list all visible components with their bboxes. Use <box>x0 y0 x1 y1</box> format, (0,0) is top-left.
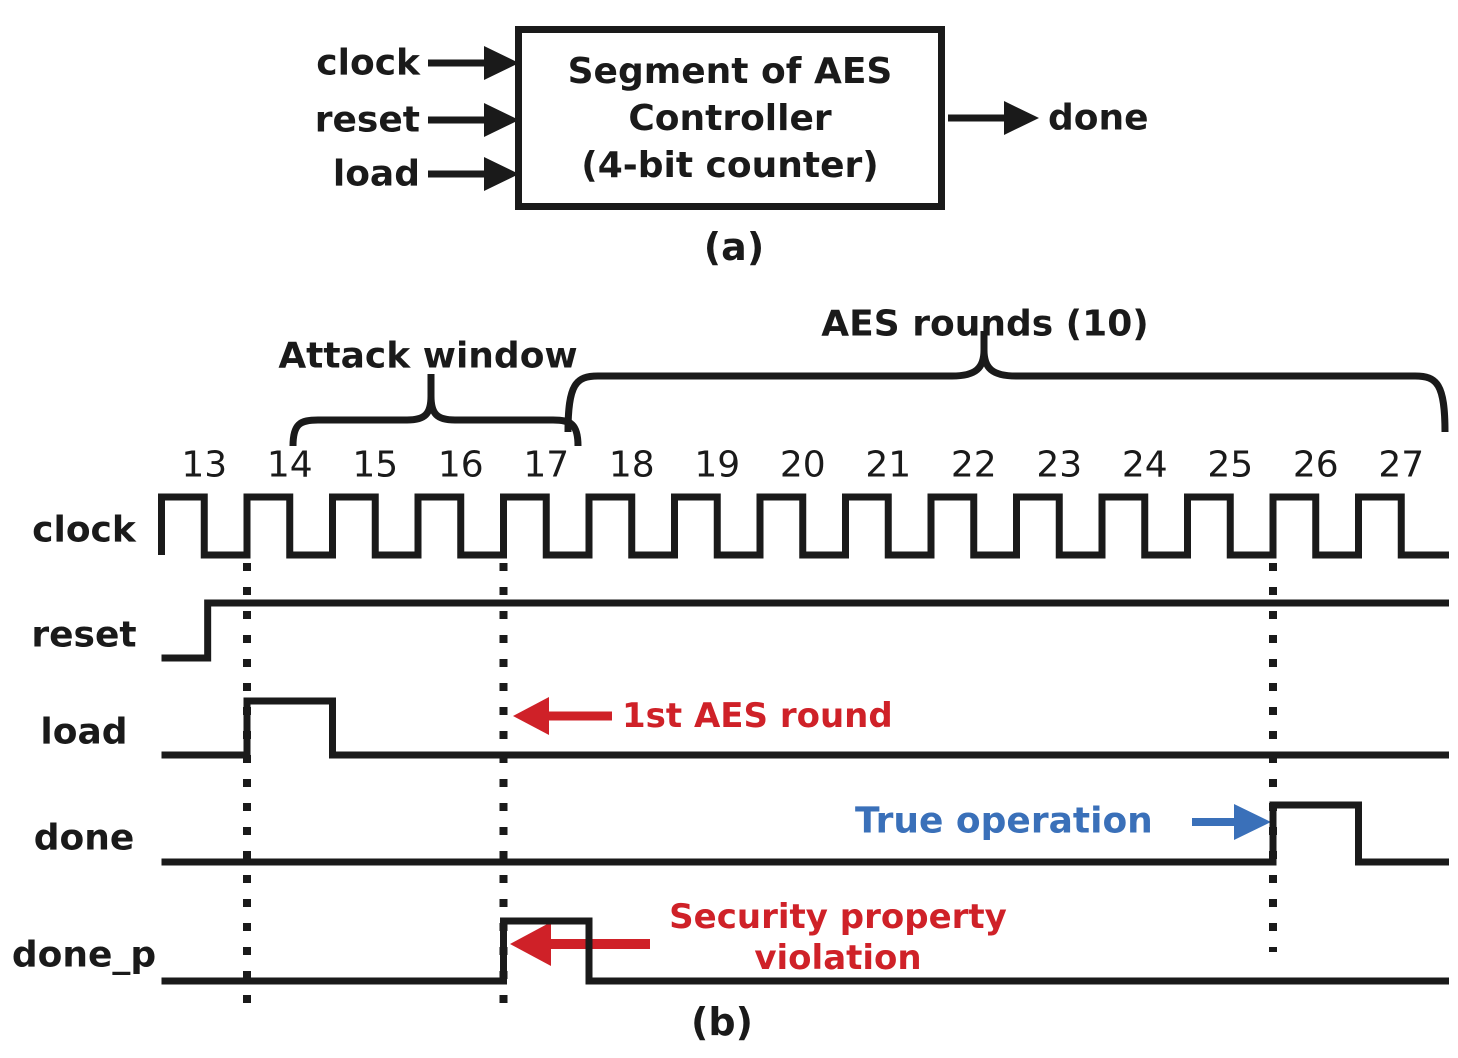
cycle-number-27: 27 <box>1378 444 1425 486</box>
load-waveform <box>161 697 1449 759</box>
aes-rounds-brace <box>564 331 1449 433</box>
signal-label-reset: reset <box>31 614 137 655</box>
cycle-number-17: 17 <box>523 444 570 486</box>
security-violation-line1: Security property <box>669 897 1007 937</box>
clock-waveform <box>158 493 1449 559</box>
cycle-number-13: 13 <box>181 444 228 486</box>
signal-label-load: load <box>40 711 128 753</box>
cycle-number-22: 22 <box>950 444 997 486</box>
attack-window-label: Attack window <box>278 335 578 377</box>
cycle-number-15: 15 <box>352 444 399 486</box>
aes-box-line3: (4-bit counter) <box>581 144 879 186</box>
cycle-number-19: 19 <box>694 444 741 486</box>
output-label-done: done <box>1048 97 1149 139</box>
signal-label-done_p: done_p <box>11 934 157 976</box>
first-round-arrowhead-icon <box>513 697 549 735</box>
signal-label-clock: clock <box>32 509 136 551</box>
true-operation-label: True operation <box>855 800 1153 842</box>
reset-input-arrowhead-icon <box>484 103 519 137</box>
violation-arrowhead-icon <box>510 922 551 966</box>
clock-input-arrowhead-icon <box>484 46 519 80</box>
caption-a: (a) <box>703 225 765 269</box>
cycle-number-18: 18 <box>608 444 655 486</box>
attack-window-brace <box>289 374 582 447</box>
cycle-number-25: 25 <box>1207 444 1254 486</box>
cycle-number-21: 21 <box>865 444 912 486</box>
security-violation-label: Security property violation <box>669 897 1007 979</box>
cycle-number-26: 26 <box>1292 444 1339 486</box>
input-label-clock: clock <box>316 42 420 84</box>
cycle-number-23: 23 <box>1036 444 1083 486</box>
cycle-number-16: 16 <box>437 444 484 486</box>
done-output-arrowhead-icon <box>1004 101 1039 135</box>
done-waveform <box>161 801 1449 866</box>
security-violation-line2: violation <box>754 938 922 978</box>
signal-label-done: done <box>33 817 135 858</box>
aes-box-line1: Segment of AES <box>567 50 893 92</box>
cycle-number-24: 24 <box>1121 444 1168 486</box>
cycle-number-14: 14 <box>266 444 313 486</box>
done_p-waveform <box>161 917 1449 985</box>
aes-controller-box: Segment of AES Controller (4-bit counter… <box>515 26 945 210</box>
caption-b: (b) <box>691 1000 753 1044</box>
input-label-reset: reset <box>314 99 420 141</box>
aes-box-line2: Controller <box>628 97 832 139</box>
cycle-number-20: 20 <box>779 444 826 486</box>
first-aes-round-label: 1st AES round <box>622 696 893 736</box>
reset-waveform <box>161 599 1449 662</box>
true-operation-arrowhead-icon <box>1234 804 1271 840</box>
input-label-load: load <box>332 153 420 195</box>
load-input-arrowhead-icon <box>484 157 519 191</box>
